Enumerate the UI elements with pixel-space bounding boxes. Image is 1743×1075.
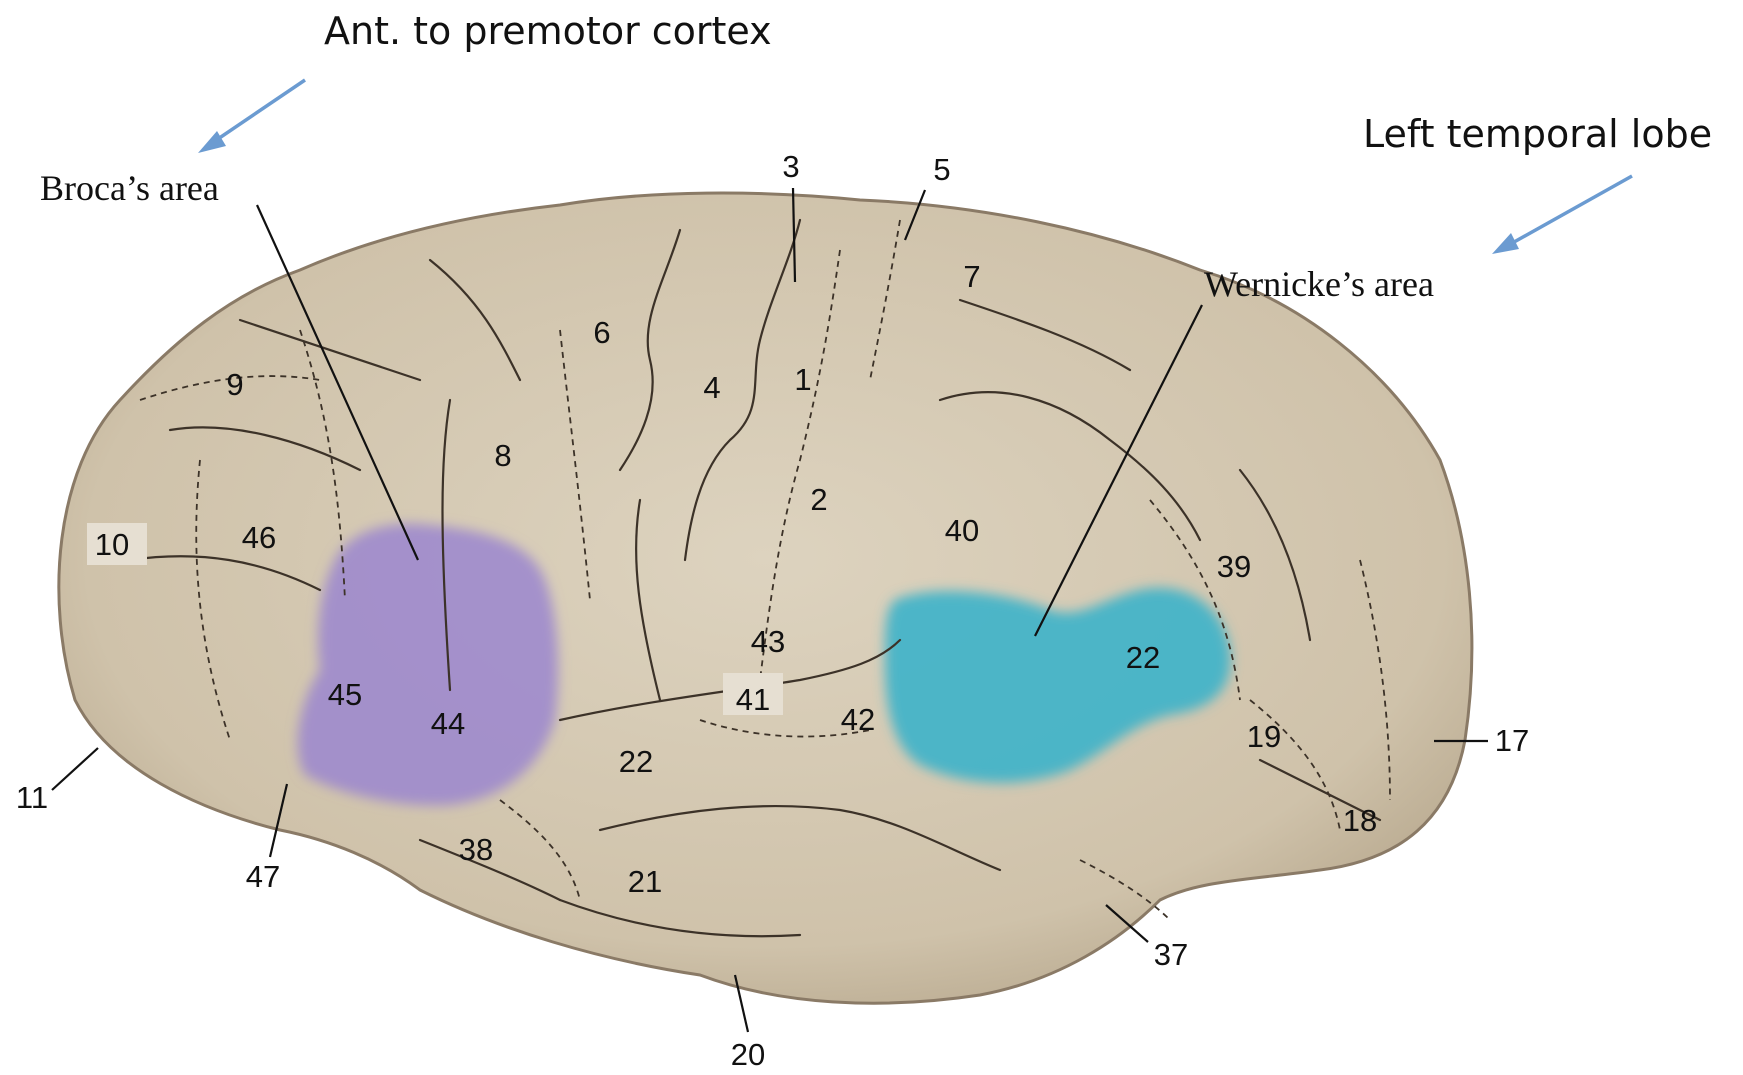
area-label-19: 19 [1247,719,1281,754]
area-label-44: 44 [431,706,465,741]
area-label-11: 11 [16,780,48,815]
area-label-2: 2 [810,482,827,517]
area-label-42: 42 [841,702,875,737]
area-label-8: 8 [494,438,511,473]
area-label-38: 38 [459,832,493,867]
area-label-6: 6 [593,315,610,350]
area-label-37: 37 [1154,937,1188,972]
area-label-45: 45 [328,677,362,712]
area-label-47: 47 [246,859,280,894]
area-label-22-wernicke: 22 [1126,640,1160,675]
arrow-right [1492,176,1632,254]
broca-area-highlight [298,524,558,806]
area-label-17: 17 [1495,723,1529,758]
area-label-7: 7 [963,259,980,294]
arrow-left [198,80,305,153]
area-label-18: 18 [1343,803,1377,838]
area-label-21: 21 [628,864,662,899]
annotation-left-temporal-lobe: Left temporal lobe [1363,112,1712,156]
area-label-20: 20 [731,1037,765,1070]
area-label-3: 3 [782,149,799,184]
area-label-5: 5 [933,152,950,187]
annotation-ant-premotor: Ant. to premotor cortex [324,9,772,53]
area-label-40: 40 [945,513,979,548]
broca-area-callout: Broca’s area [40,168,219,208]
area-label-39: 39 [1217,549,1251,584]
area-label-4: 4 [703,370,720,405]
area-label-22-superior: 22 [619,744,653,779]
wernicke-area-callout: Wernicke’s area [1204,264,1434,304]
area-label-9: 9 [226,367,243,402]
area-label-1: 1 [794,362,811,397]
area-label-10: 10 [95,527,129,562]
leader-11 [52,748,98,790]
area-label-46: 46 [242,520,276,555]
area-label-43: 43 [751,624,785,659]
area-label-41: 41 [736,682,770,717]
